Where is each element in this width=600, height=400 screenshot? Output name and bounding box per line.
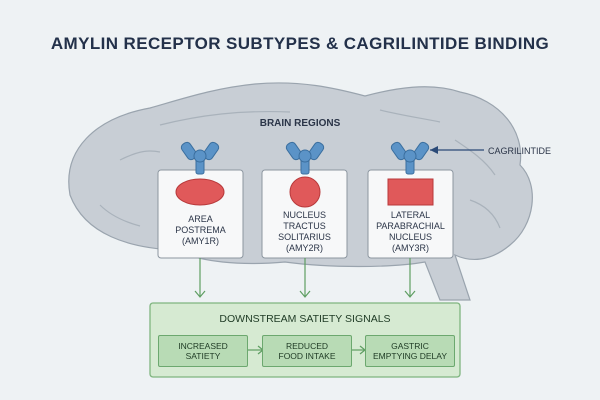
region-shape-ellipse xyxy=(175,178,225,206)
region-name-line: LATERAL xyxy=(390,210,431,220)
signal-box-increased-satiety: INCREASED SATIETY xyxy=(158,335,248,367)
region-label-nts: NUCLEUS TRACTUS SOLITARIUS (AMY2R) xyxy=(262,210,347,254)
region-name-line: NUCLEUS xyxy=(388,232,432,242)
receptor-subtype: (AMY2R) xyxy=(285,243,323,253)
signal-line: INCREASED xyxy=(178,341,228,351)
down-arrow-1 xyxy=(194,258,206,298)
region-name-line: PARABRACHIAL xyxy=(376,221,445,231)
region-shape-rect xyxy=(387,178,434,206)
region-label-lpbn: LATERAL PARABRACHIAL NUCLEUS (AMY3R) xyxy=(368,210,453,254)
ligand-pointer-arrow xyxy=(430,146,484,154)
signal-box-gastric-emptying-delay: GASTRIC EMPTYING DELAY xyxy=(365,335,455,367)
receptor-subtype: (AMY1R) xyxy=(181,236,219,246)
downstream-title: DOWNSTREAM SATIETY SIGNALS xyxy=(219,313,391,325)
signal-line: REDUCED xyxy=(285,341,329,351)
down-arrow-3 xyxy=(404,258,416,298)
region-name-line: NUCLEUS xyxy=(282,210,326,220)
signal-line: SATIETY xyxy=(185,351,221,361)
region-name-line: AREA xyxy=(188,214,213,224)
receptor-icon-3 xyxy=(390,141,430,175)
region-name-line: POSTREMA xyxy=(175,225,226,235)
brain-regions-label: BRAIN REGIONS xyxy=(259,118,341,129)
receptor-subtype: (AMY3R) xyxy=(391,243,429,253)
cagrilintide-label: CAGRILINTIDE xyxy=(488,146,552,156)
region-name-line: TRACTUS xyxy=(283,221,326,231)
region-name-line: SOLITARIUS xyxy=(278,232,331,242)
signal-box-reduced-food-intake: REDUCED FOOD INTAKE xyxy=(262,335,352,367)
down-arrow-2 xyxy=(299,258,311,298)
receptor-icon-1 xyxy=(180,141,220,175)
signal-line: GASTRIC xyxy=(391,341,429,351)
region-shape-circle xyxy=(289,176,321,208)
receptor-icon-2 xyxy=(285,141,325,175)
diagram-title: AMYLIN RECEPTOR SUBTYPES & CAGRILINTIDE … xyxy=(50,34,550,53)
region-label-area-postrema: AREA POSTREMA (AMY1R) xyxy=(158,214,243,247)
signal-line: EMPTYING DELAY xyxy=(373,351,447,361)
signal-line: FOOD INTAKE xyxy=(278,351,336,361)
